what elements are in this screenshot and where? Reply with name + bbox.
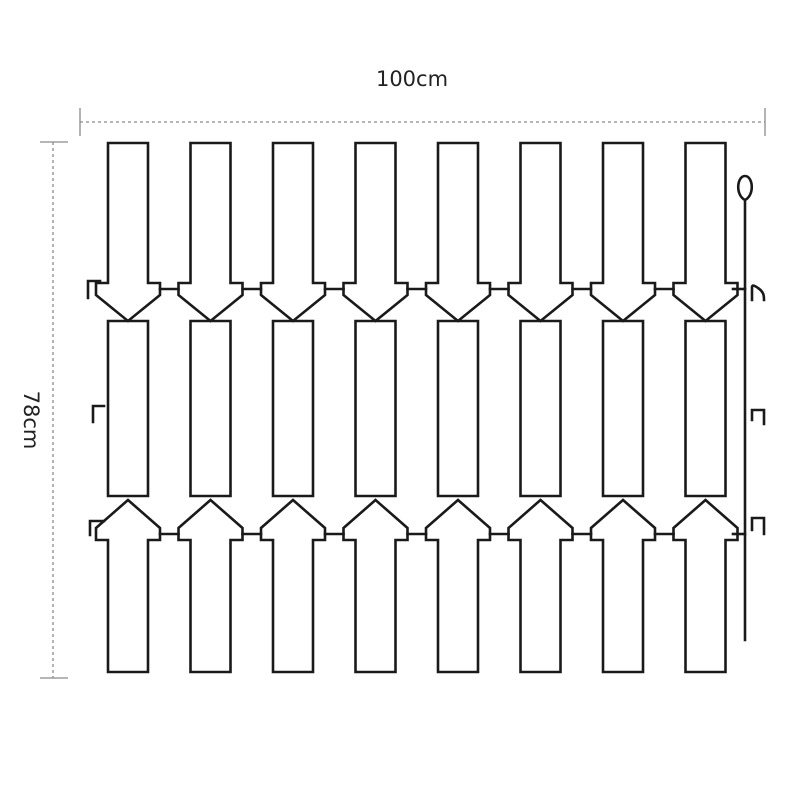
left-hook-bottom <box>88 519 106 537</box>
right-clip-top <box>750 284 766 302</box>
middle-picket <box>271 319 315 498</box>
bottom-picket <box>259 498 327 674</box>
height-dimension: 78cm <box>19 141 68 679</box>
stake-loop-handle <box>736 174 754 202</box>
fence-panel <box>86 141 766 674</box>
top-picket <box>589 141 657 323</box>
top-picket <box>342 141 409 323</box>
bottom-picket <box>424 498 492 674</box>
middle-picket <box>106 319 150 498</box>
top-picket <box>177 141 244 323</box>
bottom-picket <box>94 498 162 674</box>
bottom-picket <box>177 498 244 674</box>
top-picket <box>259 141 327 323</box>
left-hook-top <box>86 279 102 300</box>
middle-picket <box>189 319 232 498</box>
top-picket <box>507 141 574 323</box>
bottom-picket <box>589 498 657 674</box>
right-clip-bottom <box>750 516 766 536</box>
top-picket <box>424 141 492 323</box>
width-dimension: 100cm <box>79 67 766 136</box>
middle-picket <box>684 319 727 498</box>
bottom-picket <box>342 498 409 674</box>
middle-picket <box>519 319 562 498</box>
left-hook-middle <box>91 404 106 424</box>
middle-picket <box>436 319 480 498</box>
width-label: 100cm <box>376 67 448 91</box>
bottom-picket <box>507 498 574 674</box>
right-clip-middle <box>750 408 766 426</box>
bottom-picket <box>672 498 739 674</box>
top-picket <box>672 141 739 323</box>
height-label: 78cm <box>19 391 43 450</box>
top-picket <box>94 141 162 323</box>
middle-picket <box>354 319 397 498</box>
middle-picket <box>601 319 645 498</box>
